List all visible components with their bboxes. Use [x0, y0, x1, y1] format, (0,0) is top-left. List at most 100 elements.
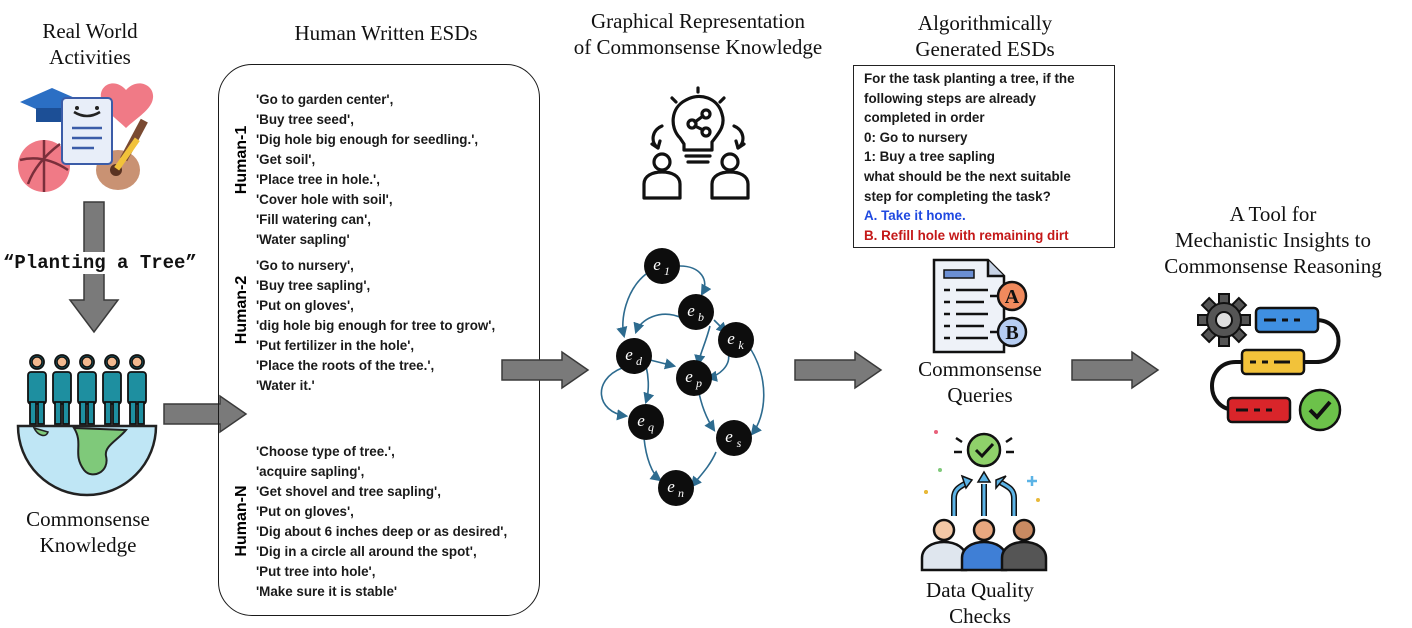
human-1-steps: 'Go to garden center', 'Buy tree seed', … [256, 90, 478, 250]
checklist-ab-icon: A B [932, 258, 1028, 354]
data-quality-line1: Data Quality [926, 578, 1034, 602]
crowd-check-icon [920, 430, 1048, 572]
step-item: 'Put on gloves', [256, 504, 354, 519]
gear-pipeline-icon [1197, 293, 1342, 432]
step-item: 'Go to nursery', [256, 258, 354, 273]
graph-node-label: e [687, 301, 695, 320]
query-line: For the task planting a tree, if the [864, 71, 1075, 86]
algo-esds-title-line1: Algorithmically [917, 11, 1053, 35]
graphical-title: Graphical Representation of Commonsense … [548, 8, 848, 60]
human-2-label: Human-2 [233, 275, 250, 345]
human-2-steps: 'Go to nursery', 'Buy tree sapling', 'Pu… [256, 256, 495, 396]
graph-edge [616, 273, 647, 339]
graph-edge [633, 313, 683, 335]
graph-node-subscript: n [678, 486, 684, 500]
step-item: 'Buy tree seed', [256, 112, 354, 127]
step-item: 'Dig hole big enough for seedling.', [256, 132, 479, 147]
graph-node-subscript: s [737, 436, 742, 450]
planting-label: “Planting a Tree” [3, 252, 223, 274]
tool-title-line1: A Tool for [1229, 202, 1317, 226]
query-line: completed in order [864, 110, 985, 126]
graphical-title-line2: of Commonsense Knowledge [573, 35, 823, 59]
step-item: 'Put tree into hole', [256, 564, 376, 579]
step-item: 'Dig in a circle all around the spot', [256, 544, 477, 559]
graph-node-subscript: 1 [664, 264, 670, 278]
graph-edge [643, 437, 662, 482]
esd-box [218, 64, 540, 616]
right-arrow-icon [794, 350, 883, 390]
graph-node-label: e [653, 255, 661, 274]
graph-edge [694, 325, 711, 367]
graph-edge [749, 347, 765, 436]
graph-edge [690, 451, 717, 488]
real-world-title-line2: Activities [49, 45, 131, 69]
graph-node-label: e [727, 329, 735, 348]
human-n-label: Human-N [233, 485, 250, 557]
step-item: 'Go to garden center', [256, 92, 394, 107]
step-item: 'acquire sapling', [256, 464, 365, 479]
human-esds-title: Human Written ESDs [294, 21, 478, 45]
query-line: step for completing the task? [864, 188, 1051, 204]
tool-title: A Tool for Mechanistic Insights to Commo… [1140, 201, 1406, 279]
commonsense-knowledge-line2: Knowledge [39, 533, 137, 557]
people-on-globe-icon [16, 354, 158, 497]
right-arrow-icon [501, 350, 590, 390]
graph-node-subscript: q [648, 420, 654, 434]
graph-node-label: e [625, 345, 633, 364]
option-a: A. Take it home. [864, 208, 966, 224]
data-quality-line2: Checks [949, 604, 1011, 628]
real-world-title: Real World Activities [10, 18, 170, 70]
graph-node-label: e [725, 427, 733, 446]
human-1-label: Human-1 [233, 125, 250, 195]
graph-node-subscript: d [636, 354, 643, 368]
query-line: following steps are already [864, 90, 1036, 106]
right-arrow-icon [1071, 350, 1160, 390]
query-box: For the task planting a tree, if the fol… [853, 65, 1115, 248]
step-item: 'Cover hole with soil', [256, 192, 393, 207]
commonsense-knowledge-line1: Commonsense [26, 507, 150, 531]
query-line: 0: Go to nursery [864, 129, 968, 145]
step-item: 'Put fertilizer in the hole', [256, 338, 415, 353]
step-item: 'dig hole big enough for tree to grow', [256, 318, 496, 333]
graph-node-subscript: p [695, 376, 702, 390]
query-line: what should be the next suitable [864, 168, 1071, 184]
graph-node-label: e [667, 477, 675, 496]
step-item: 'Dig about 6 inches deep or as desired', [256, 524, 508, 539]
graph-node-subscript: b [698, 310, 704, 324]
graph-edge [649, 358, 677, 370]
step-item: 'Buy tree sapling', [256, 278, 371, 293]
commonsense-knowledge-label: Commonsense Knowledge [0, 506, 176, 558]
step-item: 'Water sapling' [256, 232, 350, 247]
data-quality-label: Data Quality Checks [880, 577, 1080, 628]
graph-edge [679, 265, 712, 296]
lightbulb-share-icon [642, 86, 750, 200]
graph-node-label: e [637, 411, 645, 430]
graph-node-subscript: k [738, 338, 744, 352]
step-item: 'Get soil', [256, 152, 316, 167]
human-n-steps: 'Choose type of tree.', 'acquire sapling… [256, 442, 507, 602]
commonsense-queries-line2: Queries [947, 383, 1013, 407]
algo-esds-title-line2: Generated ESDs [915, 37, 1055, 61]
graph-edge [600, 367, 629, 421]
real-world-title-line1: Real World [42, 19, 138, 43]
option-b: B. Refill hole with remaining dirt [864, 227, 1069, 243]
algo-esds-title: Algorithmically Generated ESDs [860, 10, 1110, 62]
step-item: 'Get shovel and tree sapling', [256, 484, 441, 499]
svg-text:B: B [1005, 322, 1018, 344]
tool-title-line2: Mechanistic Insights to [1175, 228, 1371, 252]
step-item: 'Choose type of tree.', [256, 444, 395, 459]
query-line: 1: Buy a tree sapling [864, 149, 995, 165]
graphical-title-line1: Graphical Representation [591, 9, 805, 33]
svg-text:A: A [1005, 286, 1020, 308]
tool-title-line3: Commonsense Reasoning [1164, 254, 1382, 278]
activities-collage-icon [18, 83, 154, 192]
graph-edge [643, 365, 655, 405]
